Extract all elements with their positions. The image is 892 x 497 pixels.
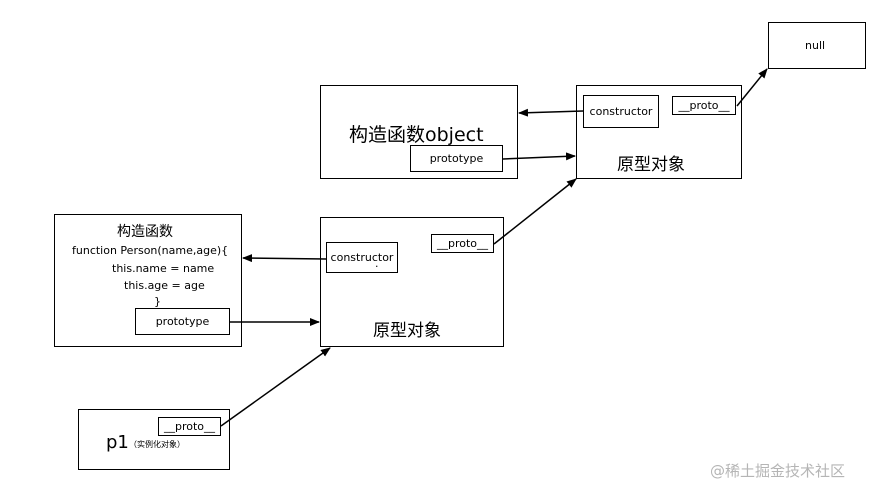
person-proto-proto-field: __proto__ <box>431 234 494 253</box>
arrow-person-proto-to-object-proto <box>493 178 577 245</box>
instance-name: p1 <box>106 432 129 453</box>
person-prototype-label: prototype <box>155 315 210 328</box>
person-code-line: this.name = name <box>112 262 215 275</box>
object-prototype-field: prototype <box>410 145 503 172</box>
person-prototype-object-title: 原型对象 <box>373 321 441 341</box>
object-proto-constructor-field: constructor <box>583 95 659 128</box>
object-proto-proto-field: __proto__ <box>672 96 736 115</box>
watermark: @稀土掘金技术社区 <box>710 462 846 480</box>
person-constructor-title: 构造函数 <box>117 224 173 240</box>
arrow-object-prototype-to-proto <box>502 152 576 161</box>
instance-note: （实例化对象） <box>129 440 185 449</box>
person-proto-constructor-field: constructor <box>326 242 398 273</box>
person-proto-constructor-label: constructor <box>330 251 394 264</box>
object-constructor-title: 构造函数object <box>349 124 484 146</box>
null-label: null <box>805 39 826 52</box>
person-proto-dot: . <box>375 257 379 270</box>
person-code-line: function Person(name,age){ <box>72 244 229 257</box>
arrow-person-constructor-to-ctor <box>242 254 327 263</box>
person-code-line: } <box>154 295 161 308</box>
instance-proto-field: __proto__ <box>158 417 221 436</box>
object-proto-proto-label: __proto__ <box>678 99 730 112</box>
arrow-instance-proto-to-person-proto <box>220 347 331 427</box>
person-proto-proto-label: __proto__ <box>436 237 489 250</box>
arrow-object-proto-to-null <box>736 68 768 107</box>
object-prototype-label: prototype <box>429 152 484 165</box>
person-prototype-field: prototype <box>135 308 230 335</box>
null-box: null <box>768 22 866 69</box>
person-code-line: this.age = age <box>124 279 205 292</box>
object-proto-constructor-label: constructor <box>589 105 653 118</box>
instance-proto-label: __proto__ <box>163 420 216 433</box>
arrow-object-constructor-to-ctor <box>518 108 584 117</box>
object-prototype-object-title: 原型对象 <box>617 155 685 175</box>
